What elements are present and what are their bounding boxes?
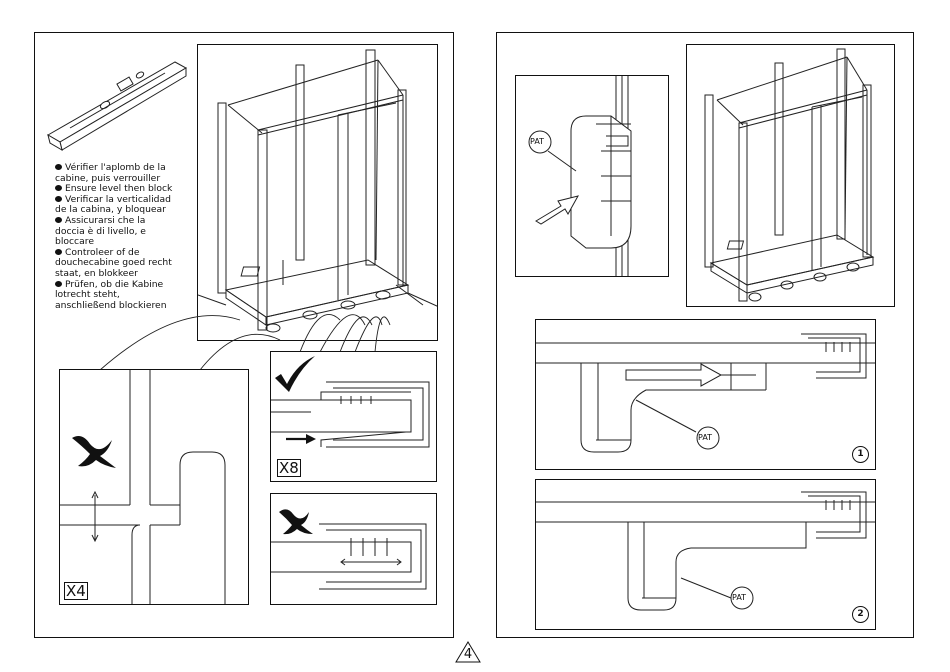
flag-it-icon (55, 216, 62, 223)
detail-correct-x8: X8 (270, 351, 437, 482)
instruction-fr-line1: Vérifier l'aplomb de la (65, 162, 166, 173)
wrong-cross-icon-small (279, 509, 313, 535)
page-number: 4 (463, 647, 473, 662)
step-1-badge: 1 (852, 446, 869, 463)
flag-fr-icon (55, 164, 62, 170)
instruction-it-line3: bloccare (55, 236, 94, 248)
flag-de-icon (55, 280, 62, 287)
instruction-de-line2: lotrecht steht, (55, 289, 120, 301)
detail-wrong-x4-svg (60, 370, 226, 604)
insert-arrow-icon (286, 434, 316, 444)
instruction-es-line2: de la cabina, y bloquear (55, 204, 166, 216)
pat-label-step2: PAT (732, 593, 747, 602)
shower-cabin-svg-right (704, 48, 875, 302)
pat-stopper-svg (528, 76, 632, 276)
instruction-fr-line2: cabine, puis verrouiller (55, 172, 161, 184)
detail-wrong-x4: X4 (59, 369, 249, 605)
checkmark-icon (275, 356, 315, 392)
instruction-de-line3: anschließend blockieren (55, 299, 167, 311)
step-2-badge: 2 (852, 606, 869, 623)
instruction-nl-line1: Controleer of de (65, 246, 140, 258)
level-instructions: Vérifier l'aplomb de la cabine, puis ver… (55, 162, 215, 311)
pat-stopper-detail: PAT (515, 75, 669, 277)
instruction-de-line1: Prüfen, ob die Kabine (65, 278, 164, 290)
instruction-es-line1: Verificar la verticalidad (65, 193, 171, 205)
wrong-cross-icon (72, 436, 116, 468)
instruction-it-line1: Assicurarsi che la (65, 214, 146, 226)
flag-en-icon (55, 185, 62, 192)
flag-nl-icon (55, 248, 62, 255)
step-1-detail: PAT 1 (535, 319, 876, 470)
step-2-svg (536, 491, 875, 611)
pat-label-stopper: PAT (530, 137, 545, 146)
detail-wrong-insert (270, 493, 437, 605)
instruction-it-line2: doccia è di livello, e (55, 225, 146, 237)
instruction-en-line1: Ensure level then block (65, 183, 173, 195)
shower-cabin-drawing-right (686, 44, 895, 307)
shower-cabin-drawing-left (197, 44, 438, 341)
instruction-nl-line2: douchecabine goed recht (55, 257, 172, 269)
detail-correct-x8-svg (271, 356, 430, 448)
flag-es-icon (55, 195, 62, 202)
detail-wrong-insert-svg (271, 509, 427, 590)
push-arrow-icon (535, 195, 579, 225)
shower-cabin-svg-left (198, 49, 437, 333)
step-2-detail: PAT 2 (535, 479, 876, 630)
instruction-nl-line3: staat, en blokkeer (55, 267, 138, 279)
quantity-x4: X4 (64, 582, 88, 600)
slide-arrow-icon (625, 363, 723, 387)
step-1-svg (536, 333, 875, 453)
quantity-x8: X8 (277, 459, 301, 477)
pat-label-step1: PAT (698, 433, 713, 442)
